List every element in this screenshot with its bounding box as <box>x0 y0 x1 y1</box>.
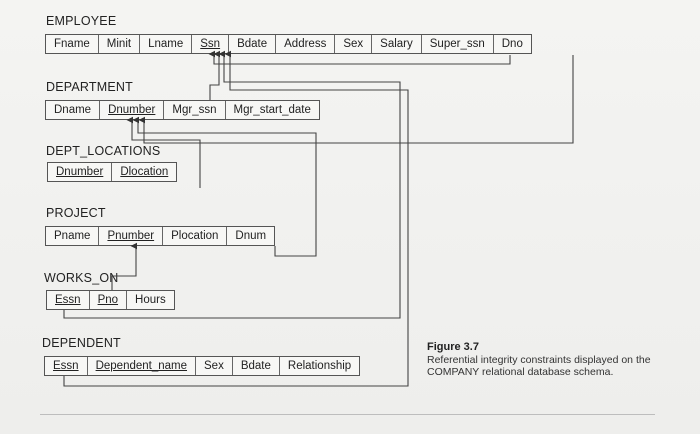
dependent-attr-sex: Sex <box>196 357 233 375</box>
dependent-attr-relationship: Relationship <box>287 360 352 372</box>
employee-relation: Fname Minit Lname Ssn Bdate Address Sex … <box>45 34 532 54</box>
dependent-relation: Essn Dependent_name Sex Bdate Relationsh… <box>44 356 361 376</box>
fk-mgr-ssn-line <box>209 50 221 100</box>
employee-attr-salary: Salary <box>372 35 422 53</box>
department-attr-dname: Dname <box>46 101 101 119</box>
fk-pno-line <box>111 242 138 290</box>
works-on-attr-hours: Hours <box>135 294 166 306</box>
employee-attr-ssn: Ssn <box>192 35 230 53</box>
fk-dept-locations-dnumber-line <box>126 116 201 188</box>
dependent-attr-dependent-name: Dependent_name <box>88 357 197 375</box>
dependent-attr-essn: Essn <box>45 357 88 375</box>
dept-locations-attr-dnumber: Dnumber <box>48 163 113 181</box>
employee-attr-bdate: Bdate <box>229 35 277 53</box>
dept-locations-relation: Dnumber Dlocation <box>47 162 178 182</box>
project-title: PROJECT <box>46 206 106 220</box>
fk-works-on-essn-line <box>63 50 401 319</box>
employee-attr-address: Address <box>276 35 336 53</box>
dept-locations-attr-dlocation: Dlocation <box>120 166 169 178</box>
employee-attr-super-ssn: Super_ssn <box>422 35 494 53</box>
dependent-attr-bdate: Bdate <box>233 357 280 375</box>
works-on-attr-essn: Essn <box>47 291 90 309</box>
figure-caption: Referential integrity constraints displa… <box>427 354 651 378</box>
figure-label: Figure 3.7 <box>427 341 479 353</box>
department-title: DEPARTMENT <box>46 80 133 94</box>
dependent-title: DEPENDENT <box>42 336 121 350</box>
department-attr-mgr-start-date: Mgr_start_date <box>233 104 311 116</box>
employee-attr-sex: Sex <box>335 35 373 53</box>
employee-attr-minit: Minit <box>99 35 141 53</box>
fk-dnum-line <box>132 116 317 257</box>
project-attr-pname: Pname <box>46 227 100 245</box>
fk-dno-line <box>138 55 574 144</box>
works-on-relation: Essn Pno Hours <box>46 290 175 310</box>
employee-attr-lname: Lname <box>140 35 193 53</box>
fk-dependent-essn-line <box>63 50 409 387</box>
employee-attr-fname: Fname <box>46 35 99 53</box>
project-attr-plocation: Plocation <box>163 227 228 245</box>
dept-locations-title: DEPT_LOCATIONS <box>46 144 161 158</box>
department-attr-mgr-ssn: Mgr_ssn <box>164 101 226 119</box>
fk-super-ssn-line <box>208 50 511 65</box>
works-on-attr-pno: Pno <box>90 291 128 309</box>
project-attr-pnumber: Pnumber <box>99 227 164 245</box>
employee-title: EMPLOYEE <box>46 14 117 28</box>
department-relation: Dname Dnumber Mgr_ssn Mgr_start_date <box>45 100 320 120</box>
bottom-rule <box>40 414 655 415</box>
project-relation: Pname Pnumber Plocation Dnum <box>45 226 276 246</box>
works-on-title: WORKS_ON <box>44 271 119 285</box>
project-attr-dnum: Dnum <box>235 230 267 242</box>
employee-attr-dno: Dno <box>501 38 523 50</box>
department-attr-dnumber: Dnumber <box>100 101 165 119</box>
